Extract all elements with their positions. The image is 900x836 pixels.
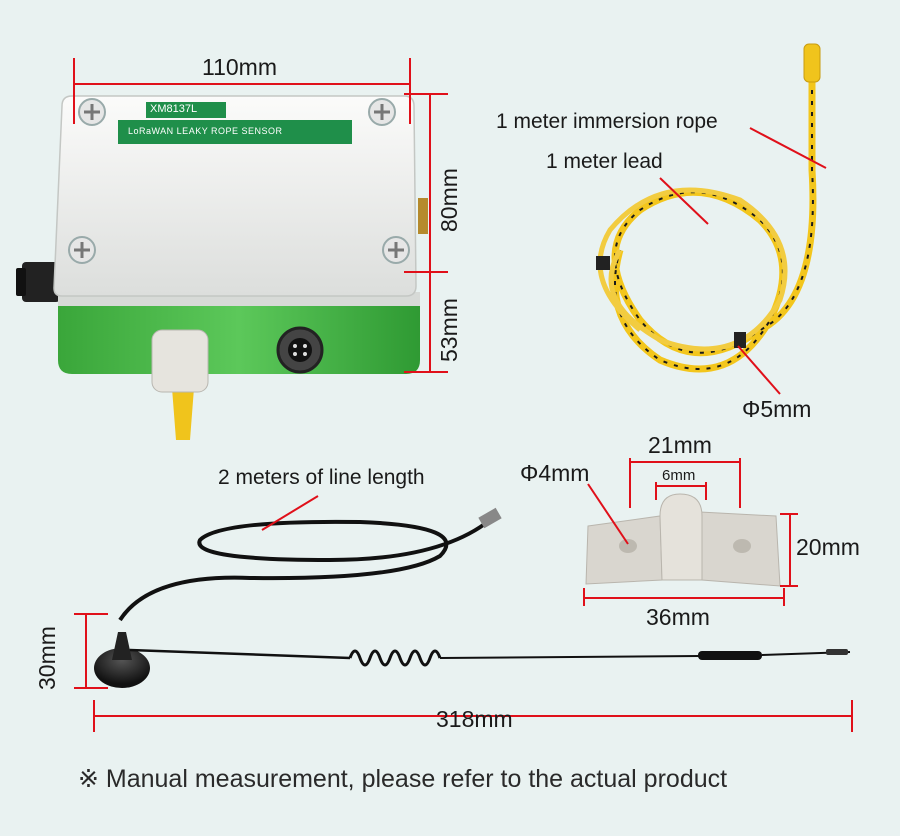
label-6mm: 6mm: [662, 467, 696, 484]
label-phi4: Φ4mm: [520, 460, 590, 486]
mounting-bracket: [585, 493, 781, 587]
sensor-enclosure: [16, 95, 428, 440]
label-20mm: 20mm: [796, 534, 860, 560]
label-21mm: 21mm: [648, 432, 712, 458]
label-53mm: 53mm: [436, 298, 462, 362]
label-30mm: 30mm: [34, 626, 60, 690]
side-screw: [418, 198, 428, 234]
green-base: [58, 292, 420, 374]
label-strip: [118, 120, 352, 144]
magnetic-base: [94, 648, 150, 688]
label-immersion-rope: 1 meter immersion rope: [496, 110, 718, 133]
label-318mm: 318mm: [436, 706, 513, 732]
antenna: [94, 507, 851, 688]
label-110mm: 110mm: [202, 54, 277, 80]
rope-end-connector: [803, 43, 821, 83]
white-lid: [53, 95, 417, 297]
measurement-note: ※ Manual measurement, please refer to th…: [78, 765, 728, 793]
label-lead: 1 meter lead: [546, 150, 663, 173]
label-phi5: Φ5mm: [742, 396, 812, 422]
device-sensor-label: LoRaWAN LEAKY ROPE SENSOR: [128, 126, 283, 136]
label-cable-length: 2 meters of line length: [218, 466, 425, 489]
lid-screws: [68, 98, 410, 264]
side-gland: [22, 262, 60, 302]
leak-rope-coil: [596, 43, 821, 373]
label-36mm: 36mm: [646, 604, 710, 630]
label-80mm: 80mm: [436, 168, 462, 232]
dimension-lines: [73, 58, 853, 732]
sensor-cable-stub: [172, 388, 194, 440]
bottom-gland: [151, 329, 209, 393]
device-model: XM8137L: [150, 103, 198, 115]
